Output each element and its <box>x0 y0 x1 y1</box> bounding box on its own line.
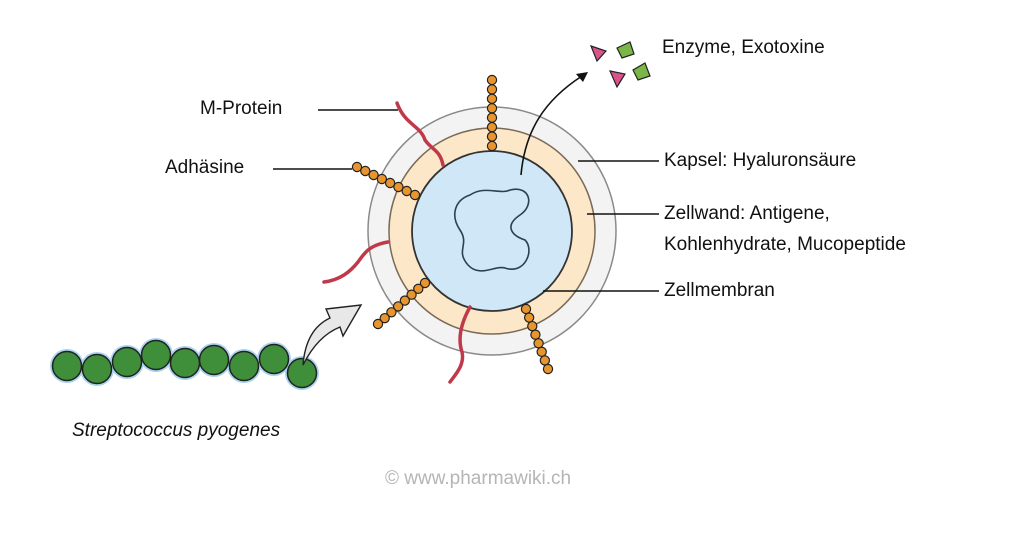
adhesins <box>351 74 554 375</box>
adhesin-bead <box>486 131 498 142</box>
label-adhesins: Adhäsine <box>165 157 245 178</box>
adhesin-bead <box>523 312 535 323</box>
adhesin-bead <box>406 289 417 300</box>
coccus <box>81 353 113 385</box>
adhesin-bead <box>386 307 397 318</box>
arrowhead-icon <box>576 72 588 82</box>
coccus <box>198 344 230 376</box>
coccus-chain <box>50 338 319 390</box>
label-m-protein: M-Protein <box>200 98 283 119</box>
label-cell-wall-1: Zellwand: Antigene, <box>664 203 830 224</box>
adhesin-bead <box>401 185 412 197</box>
coccus <box>111 346 143 378</box>
adhesin-bead <box>486 140 498 152</box>
adhesin-bead <box>486 74 498 86</box>
adhesin-bead <box>393 181 404 193</box>
adhesin-bead <box>539 355 551 366</box>
adhesin-bead <box>542 363 554 375</box>
adhesin-bead <box>533 338 544 349</box>
toxin-icon <box>616 41 635 59</box>
coccus <box>286 357 318 389</box>
adhesin-bead <box>530 329 541 340</box>
adhesin-bead <box>486 121 498 133</box>
bacterial-cell <box>322 41 651 384</box>
toxin-icon <box>632 62 651 81</box>
label-lines <box>273 109 659 292</box>
label-toxins: Enzyme, Exotoxine <box>662 37 825 58</box>
adhesin-bead <box>536 346 547 358</box>
adhesin-bead <box>486 93 498 105</box>
toxin-icon <box>589 45 608 63</box>
label-cell-wall-2: Kohlenhydrate, Mucopeptide <box>664 234 906 255</box>
adhesin-bead <box>409 189 421 201</box>
coccus <box>169 347 201 379</box>
adhesin-bead <box>351 161 363 173</box>
nucleoid <box>454 188 530 272</box>
adhesin-bead <box>486 103 498 114</box>
coccus <box>258 343 290 375</box>
label-cell-membrane: Zellmembran <box>664 280 775 301</box>
adhesin-bead <box>392 301 404 312</box>
label-organism: Streptococcus pyogenes <box>72 420 281 441</box>
adhesin-bead <box>413 283 424 295</box>
adhesin-bead <box>376 173 388 185</box>
adhesin-bead <box>368 169 379 181</box>
adhesin-bead <box>372 318 384 330</box>
curved-arrow-icon <box>302 304 363 366</box>
adhesin-bead <box>527 320 538 332</box>
adhesin-bead <box>360 165 371 177</box>
adhesin-bead <box>486 112 498 123</box>
secretion-arrow <box>520 75 583 176</box>
watermark: © www.pharmawiki.ch <box>385 468 572 489</box>
coccus <box>228 350 260 382</box>
m-protein-strand <box>448 305 472 384</box>
m-protein-strand <box>395 101 445 167</box>
coccus <box>51 350 83 382</box>
label-capsule: Kapsel: Hyaluronsäure <box>664 150 857 171</box>
coccus <box>140 339 172 371</box>
m-protein-strand <box>322 240 390 284</box>
m-proteins <box>322 101 472 384</box>
cell-membrane <box>411 150 573 312</box>
adhesin-bead <box>379 312 390 324</box>
toxin-icon <box>608 70 626 89</box>
adhesin-bead <box>419 277 431 289</box>
adhesin-bead <box>384 177 396 189</box>
adhesin-bead <box>399 295 411 306</box>
adhesin-bead <box>520 303 532 315</box>
adhesin-bead <box>486 84 498 95</box>
